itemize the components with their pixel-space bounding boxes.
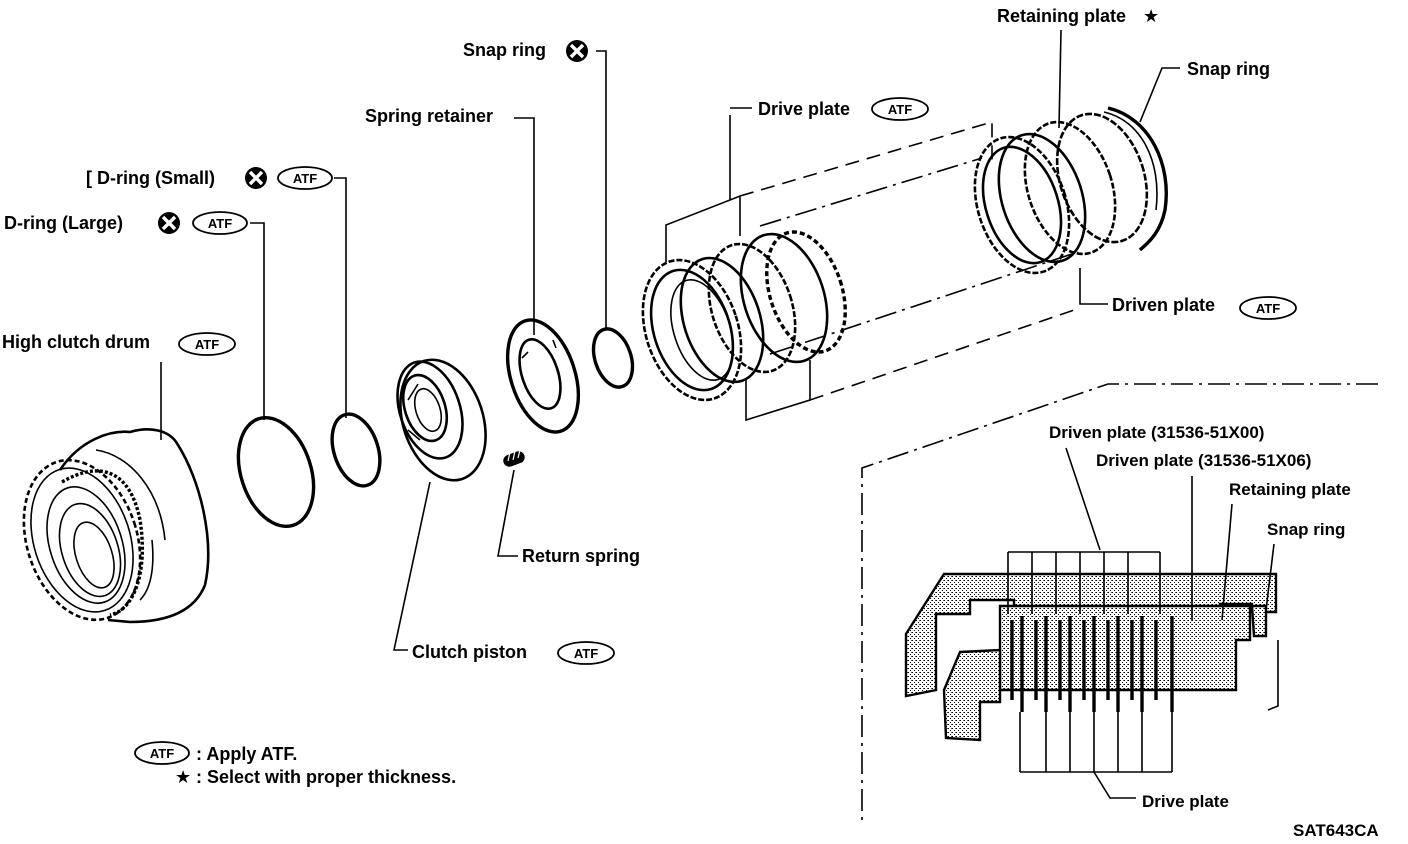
cs-label-driven-plate-00: Driven plate (31536-51X00) xyxy=(1049,423,1264,551)
high-clutch-drum-part xyxy=(22,428,210,624)
svg-text:ATF: ATF xyxy=(150,746,174,761)
svg-text:ATF: ATF xyxy=(293,171,317,186)
atf-badge: ATF xyxy=(178,332,236,356)
bracket-mark: [ xyxy=(86,168,92,188)
snap-ring-text: Snap ring xyxy=(463,40,546,60)
d-ring-small-text: D-ring (Small) xyxy=(97,168,215,188)
do-not-reuse-icon xyxy=(156,210,182,236)
label-drive-plate: Drive plate ATF xyxy=(730,97,929,121)
leader-line xyxy=(1093,771,1136,799)
plate-pack-front xyxy=(641,230,847,402)
retaining-plate-text: Retaining plate xyxy=(1229,480,1351,499)
leader-line xyxy=(497,469,518,557)
label-d-ring-large: D-ring (Large) ATF xyxy=(4,210,265,420)
detail-frame xyxy=(861,383,1378,820)
leader-line xyxy=(1221,503,1233,621)
cs-label-driven-plate-06: Driven plate (31536-51X06) xyxy=(1096,451,1311,620)
svg-text:ATF: ATF xyxy=(208,216,232,231)
retaining-plate-text: Retaining plate xyxy=(997,6,1126,26)
projection-lines xyxy=(665,115,1081,422)
driven-plates-section xyxy=(1007,551,1161,700)
spring-retainer-text: Spring retainer xyxy=(365,106,493,126)
label-driven-plate: Driven plate ATF xyxy=(1079,268,1297,320)
leader-line xyxy=(250,222,265,420)
spring-retainer-part xyxy=(505,318,581,434)
drive-plate-text: Drive plate xyxy=(758,99,850,119)
leader-line xyxy=(1058,29,1062,129)
leader-line xyxy=(1079,268,1108,305)
leader-line xyxy=(1065,447,1101,551)
legend: ATF : Apply ATF. ★ : Select with proper … xyxy=(134,741,456,787)
label-high-clutch-drum: High clutch drum ATF xyxy=(2,332,236,440)
return-spring-part xyxy=(503,449,525,467)
cs-label-retaining-plate: Retaining plate xyxy=(1221,480,1351,621)
d-ring-large-part xyxy=(236,415,316,529)
driven-plate-text: Driven plate xyxy=(1112,295,1215,315)
svg-text:ATF: ATF xyxy=(888,102,912,117)
leader-line xyxy=(334,177,347,418)
leader-line xyxy=(596,50,607,330)
snap-ring-inner-part xyxy=(591,327,635,389)
high-clutch-drum-text: High clutch drum xyxy=(2,332,150,352)
legend-atf-text: : Apply ATF. xyxy=(196,744,297,764)
atf-badge: ATF xyxy=(1239,296,1297,320)
leader-line xyxy=(514,117,535,335)
cross-section-view xyxy=(904,551,1279,773)
leader-line xyxy=(393,481,431,651)
legend-star-text: : Select with proper thickness. xyxy=(196,767,456,787)
d-ring-small-part xyxy=(330,412,382,488)
star-icon: ★ xyxy=(175,767,191,787)
label-retaining-plate: Retaining plate ★ xyxy=(997,6,1159,129)
snap-ring-text: Snap ring xyxy=(1267,520,1345,539)
cs-label-snap-ring: Snap ring xyxy=(1265,520,1345,611)
leader-line xyxy=(1265,543,1275,611)
svg-text:ATF: ATF xyxy=(195,337,219,352)
legend-star: ★ : Select with proper thickness. xyxy=(175,767,456,787)
return-spring-text: Return spring xyxy=(522,546,640,566)
svg-text:ATF: ATF xyxy=(574,646,598,661)
clutch-piston-text: Clutch piston xyxy=(412,642,527,662)
do-not-reuse-icon xyxy=(243,165,269,191)
atf-badge: ATF xyxy=(277,166,333,190)
figure-code: SAT643CA xyxy=(1293,821,1379,840)
label-d-ring-small: [ D-ring (Small) ATF xyxy=(86,165,347,418)
legend-atf: ATF : Apply ATF. xyxy=(134,741,297,765)
drive-plates-section xyxy=(1019,616,1174,773)
atf-badge: ATF xyxy=(134,741,190,765)
plate-pack-rear xyxy=(973,106,1168,275)
atf-badge: ATF xyxy=(557,641,615,665)
driven-plate-06-text: Driven plate (31536-51X06) xyxy=(1096,451,1311,470)
clutch-piston-part xyxy=(396,358,487,482)
atf-badge: ATF xyxy=(871,97,929,121)
label-spring-retainer: Spring retainer xyxy=(365,106,535,335)
star-icon: ★ xyxy=(1143,6,1159,26)
leader-line xyxy=(1139,67,1180,123)
label-snap-ring-inner: Snap ring xyxy=(463,38,607,330)
atf-badge: ATF xyxy=(192,211,248,235)
d-ring-large-text: D-ring (Large) xyxy=(4,213,123,233)
svg-text:ATF: ATF xyxy=(1256,301,1280,316)
label-return-spring: Return spring xyxy=(497,469,640,566)
drive-plate-text: Drive plate xyxy=(1142,792,1229,811)
do-not-reuse-icon xyxy=(564,38,590,64)
label-clutch-piston: Clutch piston ATF xyxy=(393,481,615,665)
driven-plate-00-text: Driven plate (31536-51X00) xyxy=(1049,423,1264,442)
cs-label-drive-plate: Drive plate xyxy=(1093,771,1229,811)
label-snap-ring-outer: Snap ring xyxy=(1139,59,1270,123)
snap-ring-text: Snap ring xyxy=(1187,59,1270,79)
